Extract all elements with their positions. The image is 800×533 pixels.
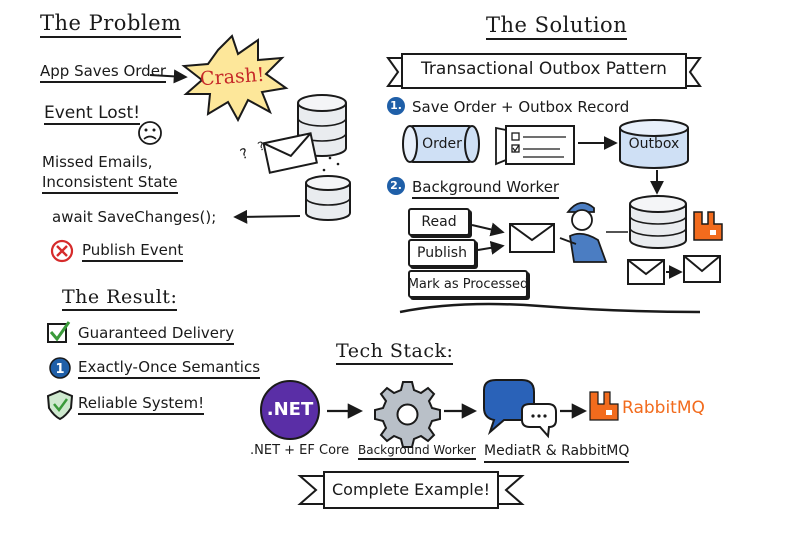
pattern-banner-label: Transactional Outbox Pattern — [421, 59, 667, 79]
chat-bubbles-icon — [483, 379, 557, 439]
svg-text:1: 1 — [55, 362, 64, 377]
read-box: Read — [408, 208, 470, 236]
rabbitmq-logo-icon — [589, 391, 619, 421]
mark-processed-box: Mark as Processed — [408, 270, 528, 298]
sad-face-icon — [138, 121, 162, 145]
worker-database-icon — [629, 195, 687, 249]
arrow-app-to-crash — [149, 69, 188, 84]
error-x-icon — [50, 239, 74, 263]
step-1-label: Save Order + Outbox Record — [412, 98, 630, 116]
order-db-label: Order — [422, 136, 462, 152]
shield-check-icon — [46, 389, 74, 421]
problem-title: The Problem — [40, 11, 182, 38]
order-database-icon — [402, 125, 480, 163]
rabbitmq-logo-text: RabbitMQ — [622, 398, 705, 418]
tech-stack-title: Tech Stack: — [336, 340, 454, 365]
gear-icon — [374, 381, 441, 448]
app-saves-order-label: App Saves Order — [40, 62, 167, 83]
envelope-icon — [627, 259, 665, 285]
result-item: Reliable System! — [78, 394, 205, 415]
outbox-record-icon — [495, 125, 575, 166]
publish-event-label: Publish Event — [82, 241, 184, 262]
complete-example-label: Complete Example! — [331, 480, 491, 499]
envelope-icon — [509, 223, 555, 253]
number-one-icon: 1 — [49, 357, 71, 379]
worker-person-icon — [559, 202, 628, 263]
publish-box: Publish — [408, 239, 476, 267]
envelope-icon — [683, 255, 721, 283]
crash-label: Crash! — [199, 63, 266, 91]
dotnet-logo-text: .NET — [266, 399, 314, 420]
missed-emails-label: Missed Emails, — [42, 153, 153, 171]
arrow-publish — [477, 240, 505, 255]
step-2-number: 2. — [390, 179, 402, 192]
outbox-database-icon — [619, 119, 689, 169]
banner-ribbon — [386, 53, 702, 89]
background-worker-label: Background Worker — [358, 443, 476, 460]
mediatr-rabbitmq-label: MediatR & RabbitMQ — [484, 442, 630, 463]
step-badge-1 — [387, 97, 405, 115]
section-divider — [399, 302, 701, 314]
step-1-number: 1. — [390, 99, 402, 112]
arrow-db-to-await — [233, 209, 301, 224]
arrow-read — [471, 222, 505, 237]
crash-burst — [181, 34, 289, 123]
svg-text:?: ? — [238, 146, 250, 164]
database-icon — [305, 175, 351, 221]
solution-title: The Solution — [486, 13, 628, 40]
dotnet-logo — [260, 380, 320, 440]
result-item: Exactly-Once Semantics — [78, 358, 261, 379]
svg-text:?: ? — [256, 139, 267, 154]
event-lost-label: Event Lost! — [44, 103, 141, 125]
checkbox-icon — [47, 321, 71, 343]
step-2-label: Background Worker — [412, 178, 560, 199]
rabbitmq-icon — [693, 211, 723, 241]
result-title: The Result: — [62, 286, 178, 311]
await-code-label: await SaveChanges(); — [52, 208, 217, 226]
dotnet-label: .NET + EF Core — [250, 443, 350, 458]
inconsistent-state-label: Inconsistent State — [42, 173, 178, 194]
result-item: Guaranteed Delivery — [78, 324, 235, 345]
step-badge-2 — [387, 177, 405, 195]
outbox-db-label: Outbox — [628, 136, 680, 152]
complete-ribbon — [297, 471, 525, 509]
